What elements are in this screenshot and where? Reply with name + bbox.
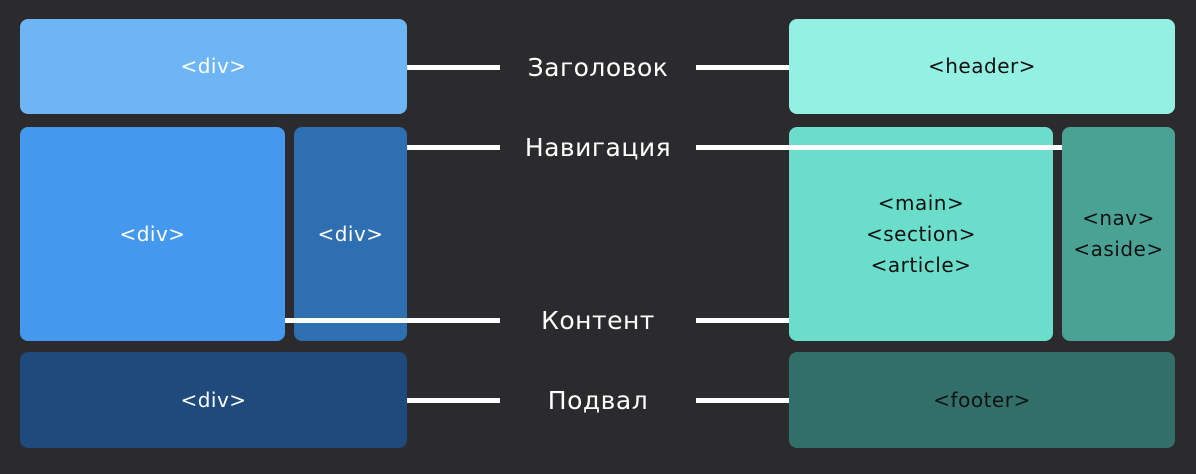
right-section-tag: <section> — [865, 221, 977, 246]
left-main-block: <div> — [20, 127, 285, 341]
footer-connector-left — [407, 398, 500, 403]
nav-connector-right — [696, 145, 1062, 150]
footer-label: Подвал — [547, 386, 649, 415]
content-connector-left — [285, 318, 500, 323]
right-footer-tag: <footer> — [933, 387, 1031, 412]
left-side-tag: <div> — [317, 221, 384, 246]
right-aside-tag: <aside> — [1073, 237, 1164, 261]
left-header-block: <div> — [20, 19, 407, 114]
nav-connector-left — [407, 145, 500, 150]
left-footer-tag: <div> — [180, 387, 247, 412]
right-main-block: <main> <section> <article> — [789, 127, 1053, 341]
header-connector-right — [696, 65, 789, 70]
content-label: Контент — [541, 306, 655, 335]
right-main-tag: <main> — [877, 190, 965, 215]
right-header-block: <header> — [789, 19, 1175, 114]
left-main-tag: <div> — [119, 221, 186, 246]
right-footer-block: <footer> — [789, 352, 1175, 448]
right-side-block: <nav> <aside> — [1062, 127, 1175, 341]
left-footer-block: <div> — [20, 352, 407, 448]
footer-connector-right — [696, 398, 789, 403]
header-label: Заголовок — [527, 53, 669, 82]
content-connector-right — [696, 318, 789, 323]
left-header-tag: <div> — [180, 54, 247, 78]
right-article-tag: <article> — [870, 252, 972, 277]
left-side-block: <div> — [294, 127, 407, 341]
nav-label: Навигация — [524, 133, 672, 162]
header-connector-left — [407, 65, 500, 70]
right-header-tag: <header> — [928, 54, 1036, 78]
right-nav-tag: <nav> — [1082, 206, 1155, 230]
